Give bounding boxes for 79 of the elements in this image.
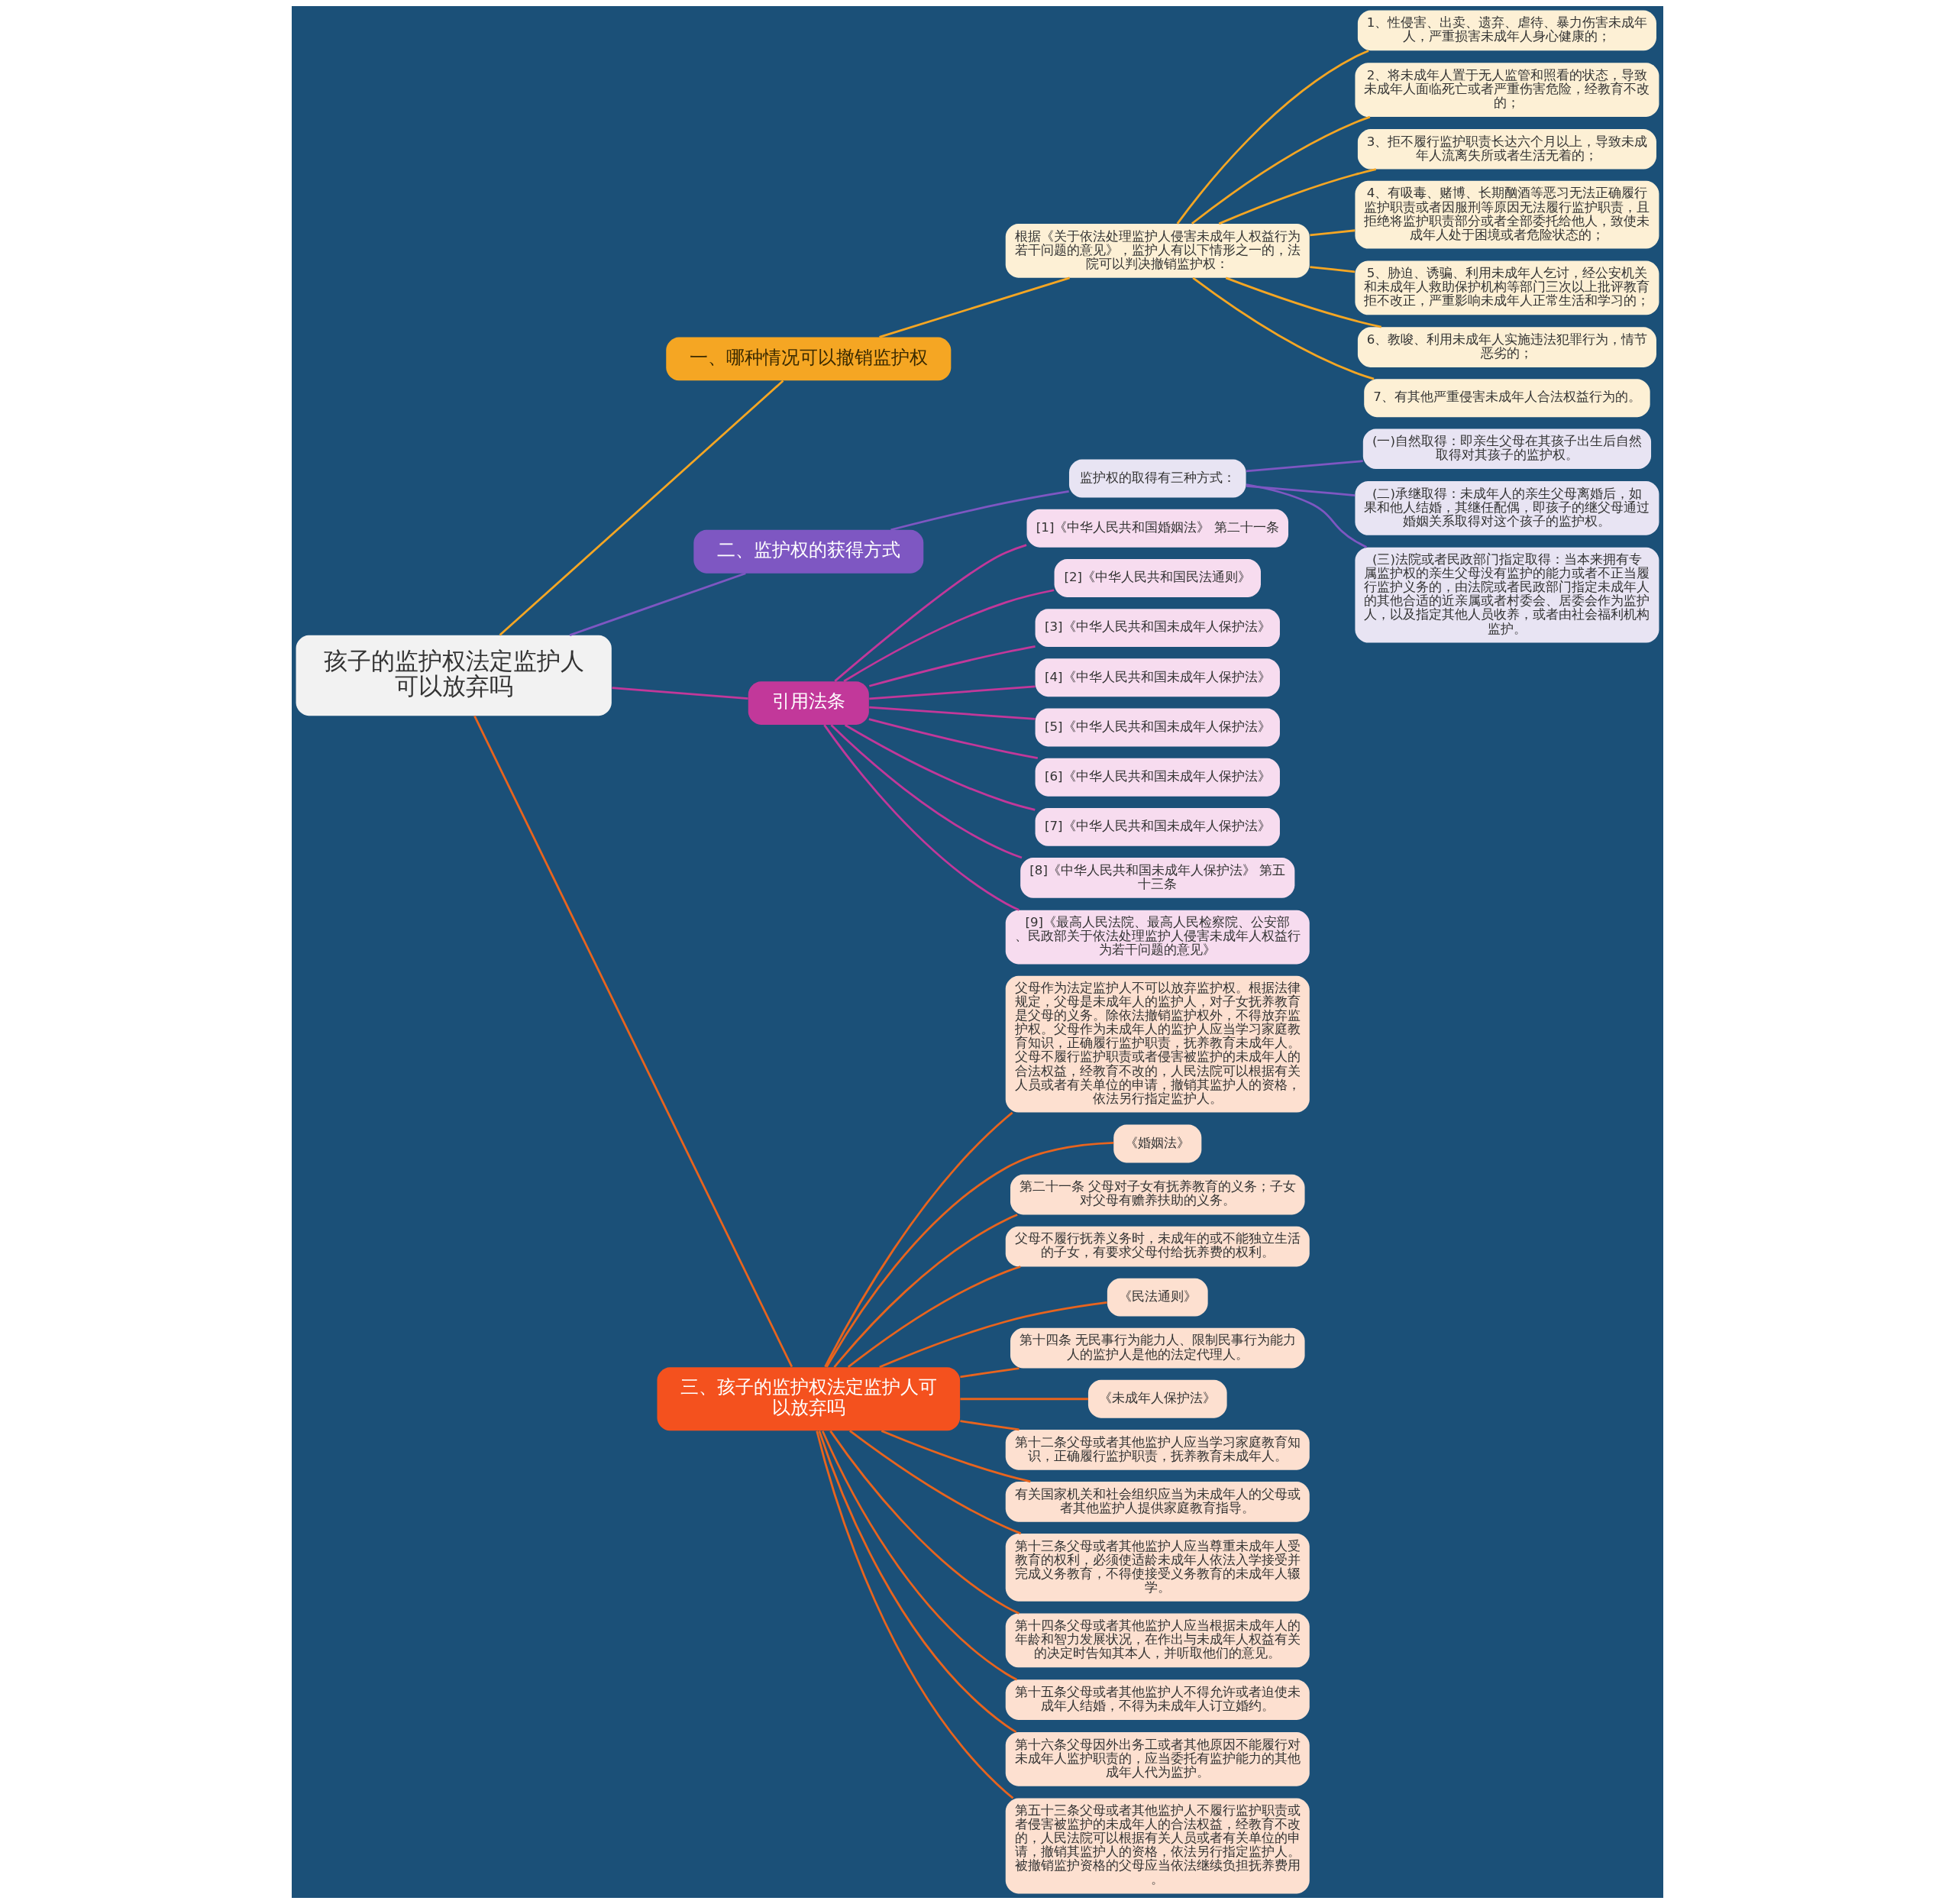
connector [1225, 276, 1382, 328]
node-box: 第十五条父母或者其他监护人不得允许或者迫使未成年人结婚，不得为未成年人订立婚约。 [1005, 1679, 1310, 1720]
node-box: [3]《中华人民共和国未成年人保护法》 [1035, 609, 1280, 648]
node-box: 5、胁迫、诱骗、利用未成年人乞讨，经公安机关和未成年人救助保护机构等部门三次以上批评教育拒不改正，严重影响未成年人正常生活和学习的； [1355, 260, 1659, 315]
node-box: 2、将未成年人置于无人监管和照看的状态，导致未成年人面临死亡或者严重伤害危险，经教育不改的； [1355, 63, 1659, 117]
node-box: [5]《中华人民共和国未成年人保护法》 [1035, 708, 1280, 747]
connector [1246, 483, 1368, 548]
node-box: 《婚姻法》 [1113, 1124, 1202, 1163]
connector [1192, 276, 1375, 380]
node-box: 一、哪种情况可以撤销监护权 [666, 337, 952, 381]
node-box: 《未成年人保护法》 [1087, 1379, 1227, 1418]
connector [868, 718, 1039, 759]
node-box: [9]《最高人民法院、最高人民检察院、公安部、民政部关于依法处理监护人侵害未成年人权益行为若干问题的意见》 [1005, 910, 1310, 965]
connector [1176, 50, 1369, 225]
node-box: 三、孩子的监护权法定监护人可以放弃吗 [657, 1367, 961, 1431]
connector [824, 1111, 1013, 1368]
connector [499, 380, 784, 636]
node-box: 父母不履行抚养义务时，未成年的或不能独立生活的子女，有要求父母付给抚养费的权利。 [1005, 1226, 1310, 1267]
node-box: [2]《中华人民共和国民法通则》 [1054, 558, 1261, 597]
connector [821, 1430, 1018, 1681]
node-box: 第十四条 无民事行为能力人、限制民事行为能力人的监护人是他的法定代理人。 [1010, 1327, 1305, 1369]
node-box: 第十四条父母或者其他监护人应当根据未成年人的年龄和智力发展状况，在作出与未成年人权益有关的决定时告知其本人，并听取他们的意见。 [1005, 1613, 1310, 1668]
node-box: 4、有吸毒、赌博、长期酗酒等恶习无法正确履行监护职责或者因服刑等原因无法履行监护职责，且拒绝将监护职责部分或者全部委托给他人，致使未成年人处于困境或者危险状态的； [1355, 180, 1659, 249]
connector [1310, 266, 1356, 273]
connector [843, 589, 1055, 683]
node-box: 有关国家机关和社会组织应当为未成年人的父母或者其他监护人提供家庭教育指导。 [1005, 1481, 1310, 1522]
node-box: 第十三条父母或者其他监护人应当尊重未成年人受教育的权利，必须使适龄未成年人依法入学接受并完成义务教育，不得使接受义务教育的未成年人辍学。 [1005, 1533, 1310, 1602]
node-box: 二、监护权的获得方式 [693, 529, 924, 574]
node-box: [8]《中华人民共和国未成年人保护法》 第五十三条 [1020, 858, 1295, 898]
connector [960, 1420, 1020, 1431]
connector [869, 685, 1036, 700]
node-box: (一)自然取得：即亲生父母在其孩子出生后自然取得对其孩子的监护权。 [1362, 428, 1652, 470]
connector [881, 1430, 1031, 1483]
node-box: 第十六条父母因外出务工或者其他原因不能履行对未成年人监护职责的，应当委托有监护能力的其他成年人代为监护。 [1005, 1731, 1310, 1786]
connector [960, 1367, 1020, 1379]
connector [1191, 115, 1371, 225]
node-box: 根据《关于依法处理监护人侵害未成年人权益行为若干问题的意见》，监护人有以下情形之一的，法院可以判决撤销监护权： [1005, 224, 1310, 278]
connector [960, 1398, 1088, 1401]
connector [830, 724, 1023, 859]
node-box: 第五十三条父母或者其他监护人不履行监护职责或者侵害被监护的未成年人的合法权益，经教育不改的，人民法院可以根据有关人员或者有关单位的申请，撤销其监护人的资格，依法另行指定监护人。被撤销监护资格的父母应当依法继续负担抚养费用。 [1005, 1798, 1310, 1894]
connector [1310, 229, 1356, 237]
connector [834, 544, 1027, 682]
connector [612, 687, 748, 700]
connector [869, 706, 1036, 720]
connector [1218, 168, 1377, 225]
node-box: [7]《中华人民共和国未成年人保护法》 [1035, 807, 1280, 846]
node-box: 1、性侵害、出卖、遗弃、虐待、暴力伤害未成年人，严重损害未成年人身心健康的； [1357, 10, 1656, 51]
node-box: 孩子的监护权法定监护人可以放弃吗 [296, 635, 612, 716]
node-box: 第二十一条 父母对子女有抚养教育的义务；子女对父母有赡养扶助的义务。 [1010, 1174, 1305, 1215]
connector [1246, 460, 1363, 473]
connector [826, 1142, 1114, 1368]
node-box: 父母作为法定监护人不可以放弃监护权。根据法律规定，父母是未成年人的监护人，对子女抚养教育是父母的义务。除依法撤销监护权外，不得放弃监护权。父母作为未成年人的监护人应当学习家庭教育知识，正确履行监护职责，抚养教育未成年人。父母不履行监护职责或者侵害被监护的未成年人的合法权益，经教育不改的，人民法院可以根据有关人员或者有关单位的申请，撤销其监护人的资格，依法另行指定监护人。 [1005, 975, 1310, 1113]
node-box: 第十二条父母或者其他监护人应当学习家庭教育知识，正确履行监护职责，抚养教育未成年人。 [1005, 1430, 1310, 1470]
connector [569, 572, 746, 636]
connector [823, 724, 1020, 911]
connector [833, 1214, 1018, 1368]
connector [879, 276, 1070, 338]
node-box: [1]《中华人民共和国婚姻法》 第二十一条 [1026, 509, 1289, 548]
node-box: 3、拒不履行监护职责长达六个月以上，导致未成年人流离失所或者生活无着的； [1357, 128, 1656, 170]
connector [868, 645, 1036, 687]
node-box: 6、教唆、利用未成年人实施违法犯罪行为，情节恶劣的； [1357, 327, 1656, 367]
connector [844, 724, 1036, 811]
node-box: 7、有其他严重侵害未成年人合法权益行为的。 [1364, 379, 1650, 418]
connector [1246, 485, 1356, 496]
node-box: 引用法条 [748, 681, 869, 725]
node-box: 《民法通则》 [1107, 1278, 1208, 1317]
connector [473, 715, 793, 1368]
node-box: (三)法院或者民政部门指定取得：当本来拥有专属监护权的亲生父母没有监护的能力或者不正当履行监护义务的，由法院或者民政部门指定未成年人的其他合适的近亲属或者村委会、居委会作为监护人，以及指定其他人员收养，或者由社会福利机构监护。 [1355, 547, 1659, 643]
node-box: [6]《中华人民共和国未成年人保护法》 [1035, 758, 1280, 797]
node-box: [4]《中华人民共和国未成年人保护法》 [1035, 658, 1280, 697]
connector [879, 1301, 1107, 1369]
connector [847, 1266, 1021, 1368]
connector [890, 490, 1069, 532]
connector [849, 1430, 1022, 1535]
connector [818, 1430, 1017, 1733]
node-box: (二)承继取得：未成年人的亲生父母离婚后，如果和他人结婚，其继任配偶，即孩子的继父母通过婚姻关系取得对这个孩子的监护权。 [1355, 481, 1659, 535]
node-box: 监护权的取得有三种方式： [1068, 459, 1246, 498]
connector [816, 1430, 1014, 1799]
connector [829, 1430, 1020, 1615]
